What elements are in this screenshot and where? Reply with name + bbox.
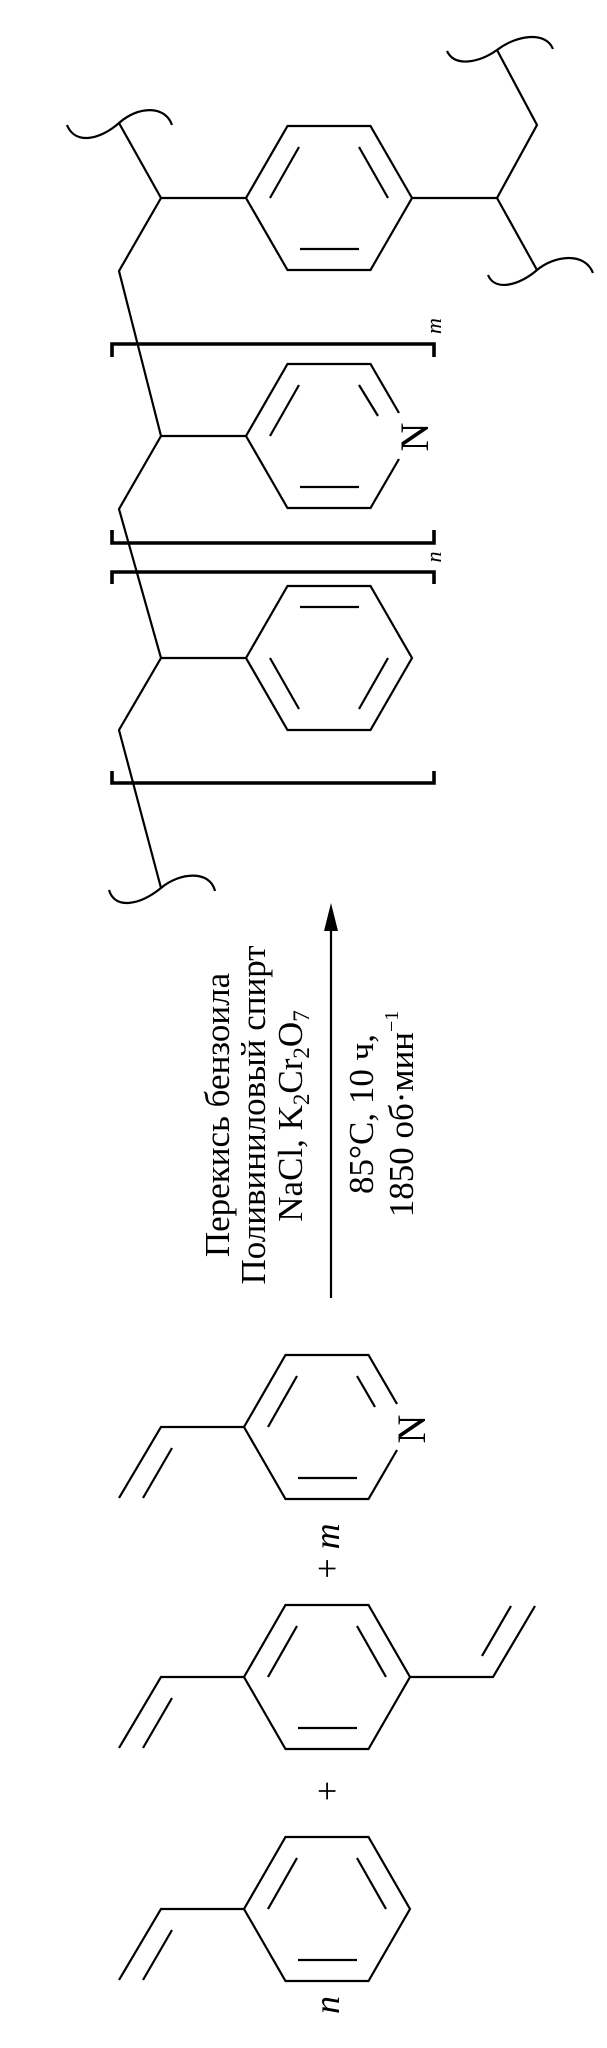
subscript: 7 [289,1010,314,1022]
reagent-polyvinyl-alcohol: Поливиниловый спирт [234,945,273,1284]
subscript: 2 [289,1094,314,1106]
repeat-index-n: n [421,552,446,563]
plus-sign: + [307,1558,347,1578]
ring-double-bond [356,1375,376,1408]
condition-temperature-time: 85°C, 10 ч, [342,1034,381,1194]
styrene-ring [242,1835,412,1983]
bracket-m-open [110,342,436,357]
subscript: 2 [289,1047,314,1059]
bracket-n-open [110,570,436,584]
polymer-phenyl-ring [244,584,414,732]
vinyl-group [118,1425,244,1499]
polymer-pyridine-ring [244,362,400,510]
polymer-product: m N n [65,35,595,905]
vinyl-group-left [118,1675,244,1749]
reagent-salts-a: NaCl, K [271,1105,310,1222]
vinyl-double-bond [142,1447,173,1499]
wavy-end-top-left [65,109,174,140]
polymer-backbone [117,122,163,889]
ring-double-bond [267,1375,298,1428]
ring-double-bond [267,1857,298,1910]
bracket-n-close [110,771,436,785]
bracket-m-close [110,530,436,545]
reagent-benzoyl-peroxide: Перекись бензоила [198,972,237,1257]
vinyl-double-bond [142,1929,173,1981]
monomer-divinylbenzene [118,1603,536,1751]
reagent-salts-e: O [271,1022,310,1047]
wavy-end-bottom-left [107,874,217,905]
ring-double-bond [356,1625,387,1678]
crosslink-chain-lower [496,197,538,271]
vinyl-group [118,1907,244,1981]
superscript: −1 [381,1011,403,1032]
arrow-head [324,903,338,931]
benzene-double-bond [358,146,389,199]
phenyl-double-bond [269,657,300,710]
monomer-4-vinylpyridine: N [118,1353,434,1501]
pyridine-double-bond [358,384,379,417]
pyridine-double-bond [269,384,300,437]
reagent-salts: NaCl, K2Cr2O7 [271,1010,314,1221]
stirring-speed-value: 1850 об·мин [382,1032,421,1217]
condition-stirring-speed: 1850 об·мин−1 [381,1011,421,1218]
nitrogen-atom-label: N [392,423,437,452]
nitrogen-atom-label: N [389,1415,434,1444]
reaction-arrow [324,903,338,1298]
reagent-salts-c: Cr [271,1058,310,1093]
vinyl-double-bond [481,1605,512,1657]
plus-sign-with-coefficient-m: + m [307,1523,347,1578]
phenyl-double-bond [358,657,389,710]
wavy-end-top-right [446,35,555,63]
coefficient-n: n [307,1996,347,2014]
plus-sign: + [307,1781,347,1801]
repeat-index-m: m [421,318,446,334]
vinyl-double-bond [142,1697,173,1749]
wavy-end-right [486,257,595,286]
ring-double-bond [356,1857,387,1910]
benzene-double-bond [269,146,300,199]
ring-double-bond [267,1625,298,1678]
reaction-conditions: 85°C, 10 ч, 1850 об·мин−1 [342,1011,421,1218]
coefficient-m: m [307,1523,347,1549]
monomer-styrene [118,1835,412,1983]
crosslink-chain-upper [496,49,539,199]
reaction-reagents: Перекись бензоила Поливиниловый спирт Na… [198,945,314,1284]
vinyl-group-right [410,1605,536,1679]
